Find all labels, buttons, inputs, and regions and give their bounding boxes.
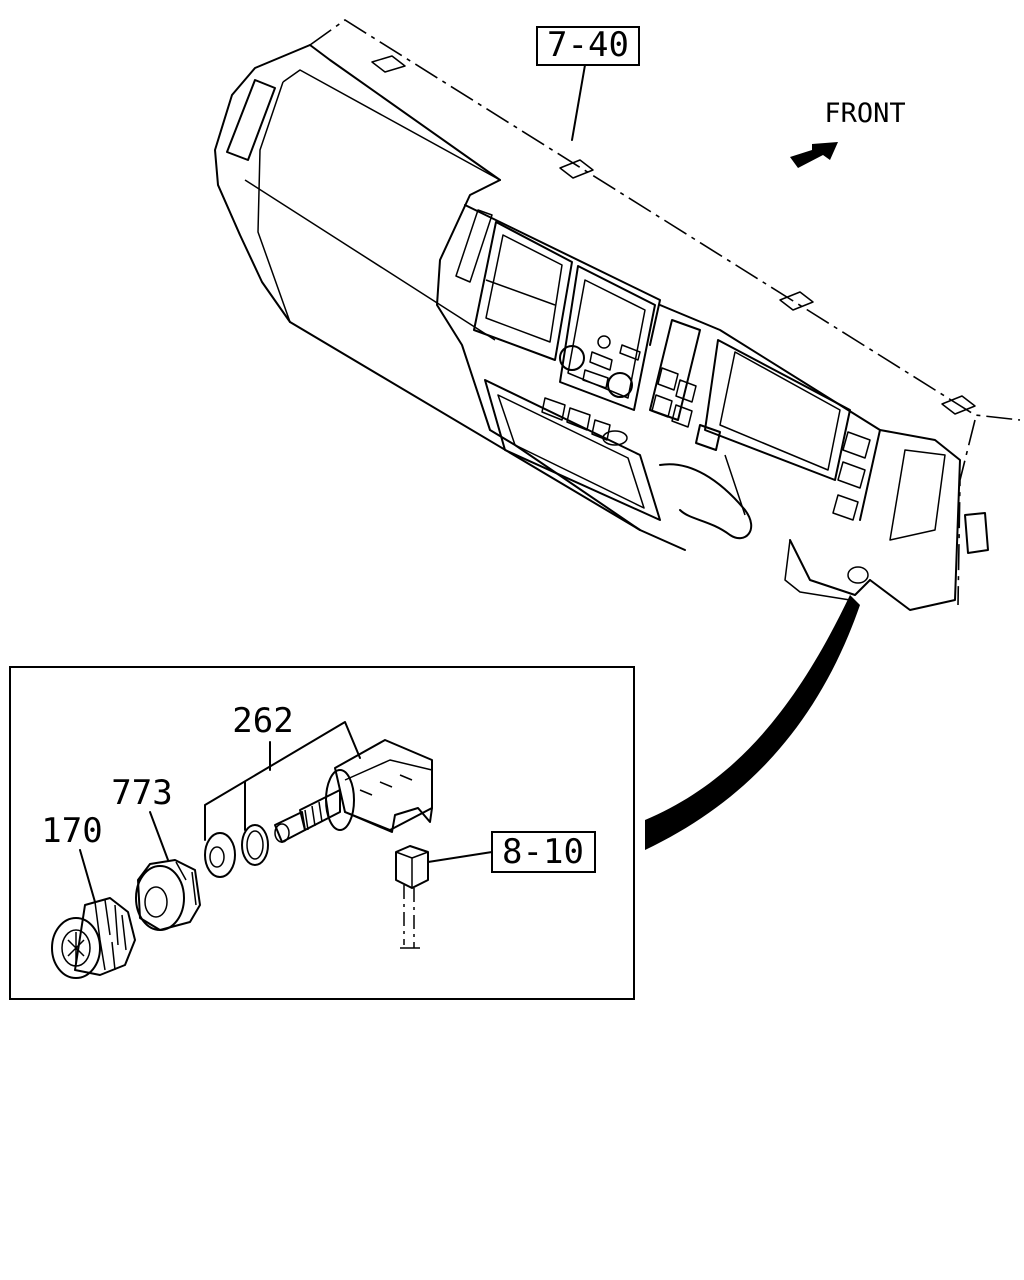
front-arrow-icon xyxy=(790,142,838,168)
washer-inner-hole xyxy=(246,830,264,860)
part-773-label: 773 xyxy=(111,773,172,813)
washer-outer-hole xyxy=(209,846,225,868)
ref-7-40-label: 7-40 xyxy=(547,25,629,65)
knob-170 xyxy=(51,897,136,979)
ref-7-40-box xyxy=(536,26,640,66)
washer-inner xyxy=(241,824,269,866)
washer-outer xyxy=(204,832,236,878)
dashboard-assembly xyxy=(214,19,1021,611)
switch-262-leader xyxy=(204,721,361,841)
detail-connector-sweep xyxy=(645,595,860,850)
switch-262 xyxy=(274,739,433,843)
ref-8-10-leader xyxy=(427,851,493,863)
front-label: FRONT xyxy=(824,98,905,129)
ref-8-10-label: 8-10 xyxy=(502,832,584,872)
part-262-label: 262 xyxy=(232,701,293,741)
part-170-label: 170 xyxy=(41,811,102,851)
nut-773-leader xyxy=(149,811,169,861)
detail-box xyxy=(9,666,635,1000)
connector-8-10 xyxy=(395,845,429,949)
ref-7-40-leader xyxy=(571,64,586,141)
knob-170-leader xyxy=(79,849,96,903)
nut-773 xyxy=(135,859,201,931)
ref-8-10-box xyxy=(491,831,596,873)
